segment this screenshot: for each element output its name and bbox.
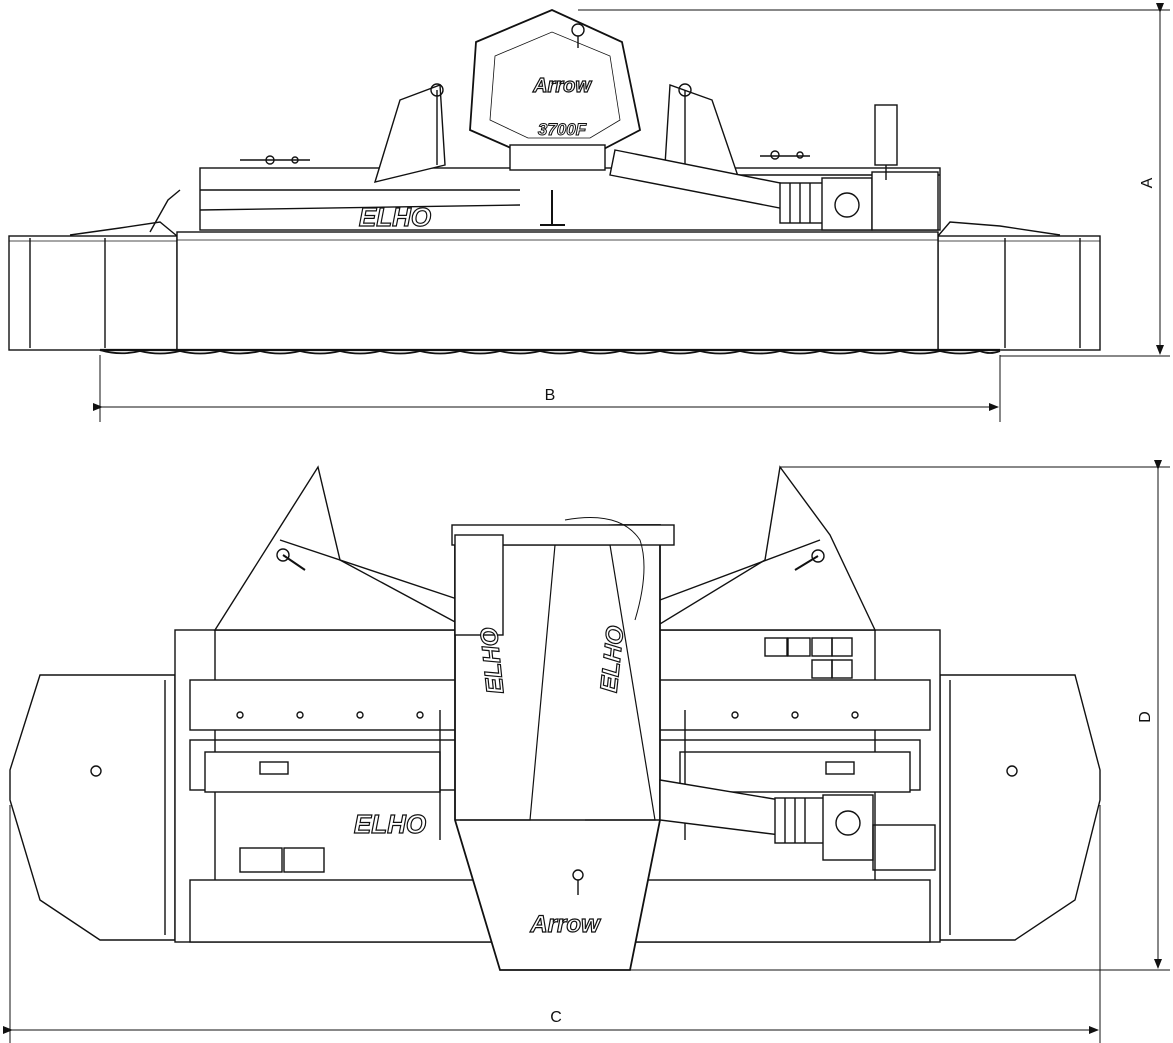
side-brand-logo: ELHO (359, 202, 431, 232)
side-right-wing (937, 221, 1101, 351)
dimension-c-label: C (550, 1009, 562, 1026)
side-model-label: 3700F (538, 120, 587, 139)
top-driveline (659, 779, 936, 871)
side-headstock (469, 9, 642, 226)
top-headstock (451, 517, 675, 971)
dimension-d-label: D (1137, 711, 1154, 723)
dimension-a (578, 3, 1170, 357)
dimension-b-label: B (545, 387, 556, 404)
top-product-logo: Arrow (529, 911, 601, 938)
top-brand-logo-frame: ELHO (354, 809, 426, 839)
side-support-arms (373, 83, 742, 183)
side-product-logo: Arrow (532, 75, 592, 97)
dimension-c (3, 805, 1101, 1043)
side-driveline (609, 104, 939, 231)
dimension-b (93, 355, 1001, 422)
top-hitch-arms (204, 710, 911, 840)
side-view (8, 3, 1170, 422)
top-left-folded-wing (213, 465, 471, 631)
top-left-deflector (9, 674, 176, 941)
top-warning-labels (239, 637, 853, 873)
side-left-wing (8, 189, 181, 351)
top-right-folded-wing (647, 465, 877, 631)
top-view (3, 460, 1170, 1043)
dimension-a-label: A (1139, 177, 1156, 188)
side-cutterbar-housing (99, 231, 1001, 355)
dimension-d (630, 460, 1170, 971)
top-right-deflector (939, 674, 1101, 941)
